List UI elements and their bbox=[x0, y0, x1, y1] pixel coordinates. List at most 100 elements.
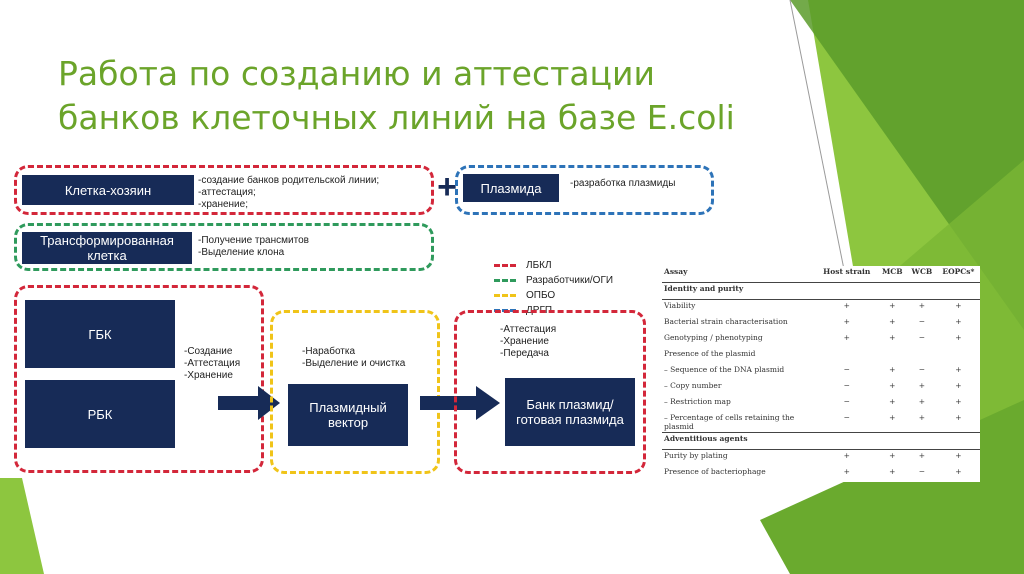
final-notes: -Аттестация -Хранение -Передача bbox=[500, 324, 557, 359]
assay-cell-label: – Sequence of the DNA plasmid bbox=[664, 365, 785, 374]
assay-cell-value: − bbox=[843, 365, 850, 374]
page-title: Работа по созданию и аттестации банков к… bbox=[58, 54, 735, 137]
assay-cell-value: + bbox=[843, 301, 850, 310]
assay-cell-value: + bbox=[918, 381, 926, 390]
assay-cell-value: + bbox=[918, 413, 926, 422]
assay-cell-value bbox=[907, 432, 937, 450]
assay-row: Genotyping / phenotyping + + − + bbox=[662, 332, 980, 348]
plasmid-group bbox=[455, 165, 714, 215]
assay-cell-value: + bbox=[955, 467, 962, 476]
assay-cell-value: + bbox=[889, 467, 896, 476]
assay-cell-value bbox=[936, 432, 980, 450]
transformed-box: Трансформированная клетка bbox=[22, 232, 192, 264]
assay-header: Assay bbox=[662, 266, 816, 283]
assay-header: MCB bbox=[877, 266, 908, 283]
transformed-group bbox=[14, 223, 434, 271]
assay-cell-label: Adventitious agents bbox=[662, 432, 816, 450]
assay-cell-value: + bbox=[955, 381, 962, 390]
assay-cell-value bbox=[877, 432, 908, 450]
final-box: Банк плазмид/готовая плазмида bbox=[505, 378, 635, 446]
assay-cell-value: − bbox=[843, 381, 850, 390]
legend-label: ЛБКЛ bbox=[526, 259, 552, 271]
assay-header: Host strain bbox=[816, 266, 878, 283]
assay-cell-label: – Restriction map bbox=[664, 397, 731, 406]
host-group bbox=[14, 165, 434, 215]
assay-cell-value bbox=[816, 348, 877, 364]
assay-cell-label: Genotyping / phenotyping bbox=[664, 333, 763, 342]
bank-group bbox=[14, 285, 264, 473]
assay-cell-label: Bacterial strain characterisation bbox=[664, 317, 788, 326]
assay-cell-value: − bbox=[918, 333, 926, 342]
assay-cell-value: + bbox=[955, 413, 962, 422]
assay-cell-value: + bbox=[843, 451, 850, 460]
assay-cell-value: − bbox=[918, 317, 926, 326]
assay-cell-value bbox=[877, 282, 908, 300]
plasmid-box: Плазмида bbox=[463, 174, 559, 202]
assay-row: Presence of bacteriophage + + − + bbox=[662, 466, 980, 482]
legend-item-opbo: ОПБО bbox=[494, 288, 555, 302]
vector-box: Плазмидный вектор bbox=[288, 384, 408, 446]
plus-sign: + bbox=[437, 168, 457, 206]
assay-cell-value: − bbox=[843, 413, 850, 422]
assay-cell-value bbox=[816, 432, 878, 450]
assay-cell-label: Purity by plating bbox=[664, 451, 728, 460]
assay-cell-value: + bbox=[955, 301, 962, 310]
assay-cell-value: + bbox=[889, 397, 896, 406]
assay-cell-value: + bbox=[889, 451, 896, 460]
gbk-box: ГБК bbox=[25, 300, 175, 368]
legend-item-developers: Разработчики/ОГИ bbox=[494, 273, 613, 287]
assay-cell-label: Presence of the plasmid bbox=[664, 349, 756, 358]
vector-notes: -Наработка -Выделение и очистка bbox=[302, 346, 406, 369]
assay-cell-value: + bbox=[889, 381, 896, 390]
assay-cell-value bbox=[907, 348, 937, 364]
assay-cell-value: + bbox=[955, 397, 962, 406]
legend-label: Разработчики/ОГИ bbox=[526, 274, 614, 286]
assay-row: Viability + + + + bbox=[662, 300, 980, 317]
assay-cell-value: + bbox=[955, 365, 962, 374]
arrow-to-bank bbox=[420, 386, 500, 420]
assay-cell-value: + bbox=[955, 451, 962, 460]
arrow-to-vector bbox=[218, 386, 280, 420]
assay-cell-value: + bbox=[889, 365, 896, 374]
assay-cell-label: Identity and purity bbox=[662, 282, 816, 300]
assay-cell-value: + bbox=[889, 413, 896, 422]
assay-row: Bacterial strain characterisation++−+ bbox=[662, 316, 980, 332]
assay-cell-value: + bbox=[843, 333, 850, 342]
assay-cell-value: + bbox=[889, 317, 896, 326]
assay-row: – Restriction map−+++ bbox=[662, 396, 980, 412]
assay-cell-value: + bbox=[889, 301, 896, 310]
assay-header: EOPCs* bbox=[936, 266, 980, 283]
assay-cell-label: Viability bbox=[664, 301, 696, 310]
legend-swatch bbox=[494, 263, 516, 267]
assay-cell-value: + bbox=[843, 467, 850, 476]
legend-label: ОПБО bbox=[526, 289, 556, 301]
final-group bbox=[454, 310, 646, 474]
assay-header-row: Assay Host strain MCB WCB EOPCs* bbox=[662, 266, 980, 283]
assay-cell-label: – Percentage of cells retaining the plas… bbox=[664, 413, 795, 431]
assay-cell-value: + bbox=[955, 333, 962, 342]
assay-row: Presence of the plasmid bbox=[662, 348, 980, 364]
assay-cell-value: − bbox=[918, 365, 926, 374]
vector-group bbox=[270, 310, 440, 474]
assay-cell-value: + bbox=[918, 301, 926, 310]
bank-notes: -Создание -Аттестация -Хранение bbox=[184, 346, 241, 381]
assay-cell-label: Presence of bacteriophage bbox=[664, 467, 766, 476]
assay-cell-value bbox=[877, 348, 907, 364]
legend-swatch bbox=[494, 278, 516, 282]
rbk-box: РБК bbox=[25, 380, 175, 448]
assay-cell-value: + bbox=[843, 317, 850, 326]
assay-header: WCB bbox=[907, 266, 937, 283]
assay-section-row: Identity and purity bbox=[662, 282, 980, 300]
assay-cell-value: − bbox=[843, 397, 850, 406]
assay-cell-value bbox=[907, 282, 937, 300]
host-notes: -создание банков родительской линии; -ат… bbox=[198, 175, 380, 210]
assay-cell-value: + bbox=[889, 333, 896, 342]
transformed-notes: -Получение трансмитов -Выделение клона bbox=[198, 235, 309, 258]
assay-cell-value: + bbox=[918, 451, 926, 460]
assay-table: Assay Host strain MCB WCB EOPCs* Identit… bbox=[662, 266, 980, 482]
host-box: Клетка-хозяин bbox=[22, 175, 194, 205]
assay-cell-value bbox=[816, 282, 878, 300]
assay-cell-value: − bbox=[918, 467, 926, 476]
legend-swatch bbox=[494, 293, 516, 297]
